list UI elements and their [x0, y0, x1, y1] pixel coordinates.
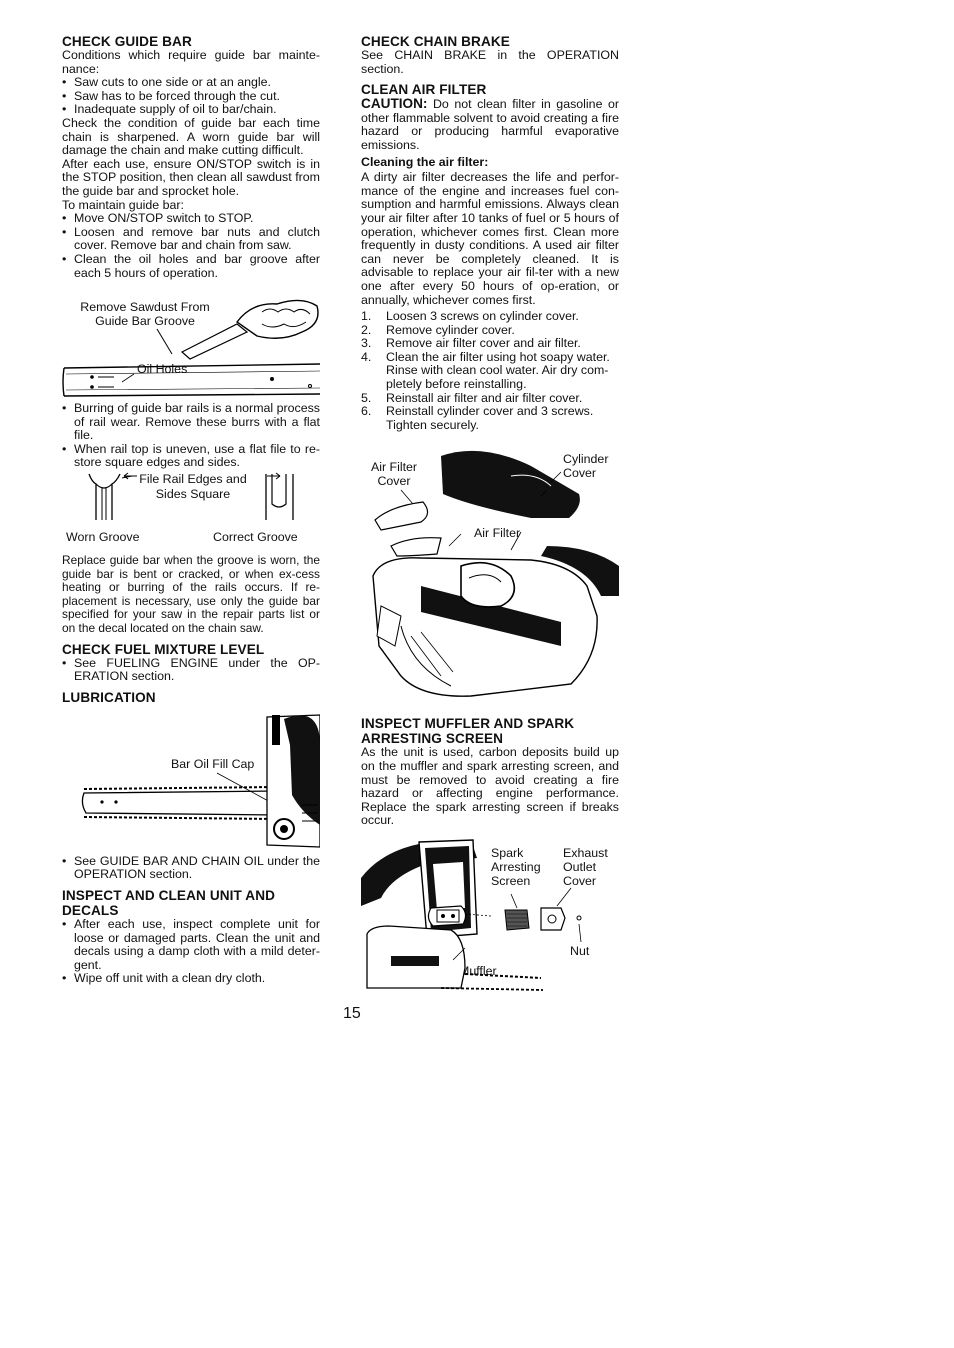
file-rail-label: File Rail Edges and Sides Square — [139, 472, 247, 502]
air-filter-cover-label: Air Filter Cover — [370, 460, 418, 489]
list-item: See GUIDE BAR AND CHAIN OIL under the OP… — [62, 854, 320, 882]
list-item: Move ON/STOP switch to STOP. — [62, 212, 320, 226]
guide-bar-paragraph: To maintain guide bar: — [62, 197, 184, 212]
right-column: CHECK CHAIN BRAKE See CHAIN BRAKE in the… — [361, 34, 619, 1018]
guide-bar-paragraph: After each use, ensure ON/STOP switch is… — [62, 156, 320, 198]
list-item: Clean the oil holes and bar groove after… — [62, 252, 320, 280]
spark-arresting-screen-label: Spark Arresting Screen — [491, 846, 541, 888]
correct-groove-label: Correct Groove — [213, 530, 298, 545]
muffler-illustration — [361, 839, 582, 991]
inspect-muffler-heading: INSPECT MUFFLER AND SPARK ARRESTING SCRE… — [361, 716, 575, 747]
bar-oil-label: Bar Oil Fill Cap — [171, 756, 255, 771]
list-item: Burring of guide bar rails is a normal p… — [62, 401, 320, 443]
lubrication-figure: Bar Oil Fill Cap — [62, 705, 320, 855]
caution-label: CAUTION: — [361, 96, 428, 112]
sawdust-label: Remove Sawdust From Guide Bar Groove — [80, 300, 210, 329]
fuel-list: See FUELING ENGINE under the OP-ERATION … — [62, 656, 320, 684]
list-item: Saw has to be forced through the cut. — [62, 89, 320, 104]
guide-bar-cleaning-figure: Remove Sawdust From Guide Bar Groove Oil… — [62, 284, 320, 402]
check-chain-brake-heading: CHECK CHAIN BRAKE — [361, 34, 510, 49]
guide-bar-conditions-list: Saw cuts to one side or at an angle. Saw… — [62, 76, 320, 117]
check-fuel-heading: CHECK FUEL MIXTURE LEVEL — [62, 641, 265, 657]
worn-groove-label: Worn Groove — [66, 530, 140, 545]
list-item: 2.Remove cylinder cover. — [361, 322, 515, 337]
muffler-figure: Spark Arresting Screen Exhaust Outlet Co… — [361, 838, 619, 1018]
list-item: When rail top is uneven, use a flat file… — [62, 442, 320, 470]
caution-text: Do not clean filter in gasoline or other… — [361, 97, 619, 152]
guide-bar-illustration — [62, 299, 320, 397]
guide-bar-paragraph: Check the condition of guide bar each ti… — [62, 115, 320, 158]
groove-illustration — [88, 472, 294, 521]
list-item: 4.Clean the air filter using hot soapy w… — [361, 349, 610, 392]
guide-bar-intro: Conditions which require guide bar maint… — [62, 48, 320, 76]
muffler-paragraph: As the unit is used, carbon deposits bui… — [361, 745, 619, 828]
air-filter-illustration — [372, 451, 619, 698]
list-item: Inadequate supply of oil to bar/chain. — [62, 103, 320, 117]
left-column: CHECK GUIDE BAR Conditions which require… — [62, 34, 320, 986]
maintain-steps-list: Move ON/STOP switch to STOP. Loosen and … — [62, 212, 320, 280]
list-item: 5.Reinstall air filter and air filter co… — [361, 390, 583, 405]
list-item: See FUELING ENGINE under the OP-ERATION … — [62, 656, 320, 684]
replace-guide-bar-text: Replace guide bar when the groove is wor… — [62, 553, 320, 636]
list-item: 6.Reinstall cylinder cover and 3 screws.… — [361, 404, 594, 432]
lubrication-heading: LUBRICATION — [62, 689, 156, 705]
list-item: Saw cuts to one side or at an angle. — [62, 76, 320, 90]
air-filter-figure: Air Filter Cover Cylinder Cover Air Filt… — [361, 446, 619, 708]
air-filter-label: Air Filter — [474, 526, 521, 541]
nut-label: Nut — [570, 944, 590, 958]
chain-brake-text: See CHAIN BRAKE in the OPERATION section… — [361, 48, 619, 76]
list-item: 1.Loosen 3 screws on cylinder cover. — [361, 309, 579, 324]
chainsaw-side-illustration — [81, 714, 320, 848]
lubrication-list: See GUIDE BAR AND CHAIN OIL under the OP… — [62, 854, 320, 882]
exhaust-outlet-cover-label: Exhaust Outlet Cover — [563, 846, 608, 888]
list-item: 3.Remove air filter cover and air filter… — [361, 336, 581, 351]
inspect-list: After each use, inspect complete unit fo… — [62, 917, 320, 986]
air-filter-steps-list: 1.Loosen 3 screws on cylinder cover. 2.R… — [361, 309, 619, 432]
inspect-clean-heading: INSPECT AND CLEAN UNIT AND DECALS — [62, 888, 276, 918]
list-item: After each use, inspect complete unit fo… — [62, 917, 320, 972]
list-item: Loosen and remove bar nuts and clutch co… — [62, 225, 320, 253]
page-number: 15 — [343, 1005, 361, 1022]
list-item: Wipe off unit with a clean dry cloth. — [62, 972, 320, 986]
groove-figure: File Rail Edges and Sides Square Worn Gr… — [62, 470, 320, 554]
cleaning-air-filter-subheading: Cleaning the air filter: — [361, 154, 489, 169]
clean-air-filter-heading: CLEAN AIR FILTER — [361, 82, 487, 98]
cylinder-cover-label: Cylinder Cover — [563, 452, 609, 481]
air-filter-paragraph: A dirty air filter decreases the life an… — [361, 170, 619, 307]
rail-burring-list: Burring of guide bar rails is a normal p… — [62, 401, 320, 470]
caution-paragraph: CAUTION: Do not clean filter in gasoline… — [361, 97, 619, 152]
check-guide-bar-heading: CHECK GUIDE BAR — [62, 34, 192, 49]
